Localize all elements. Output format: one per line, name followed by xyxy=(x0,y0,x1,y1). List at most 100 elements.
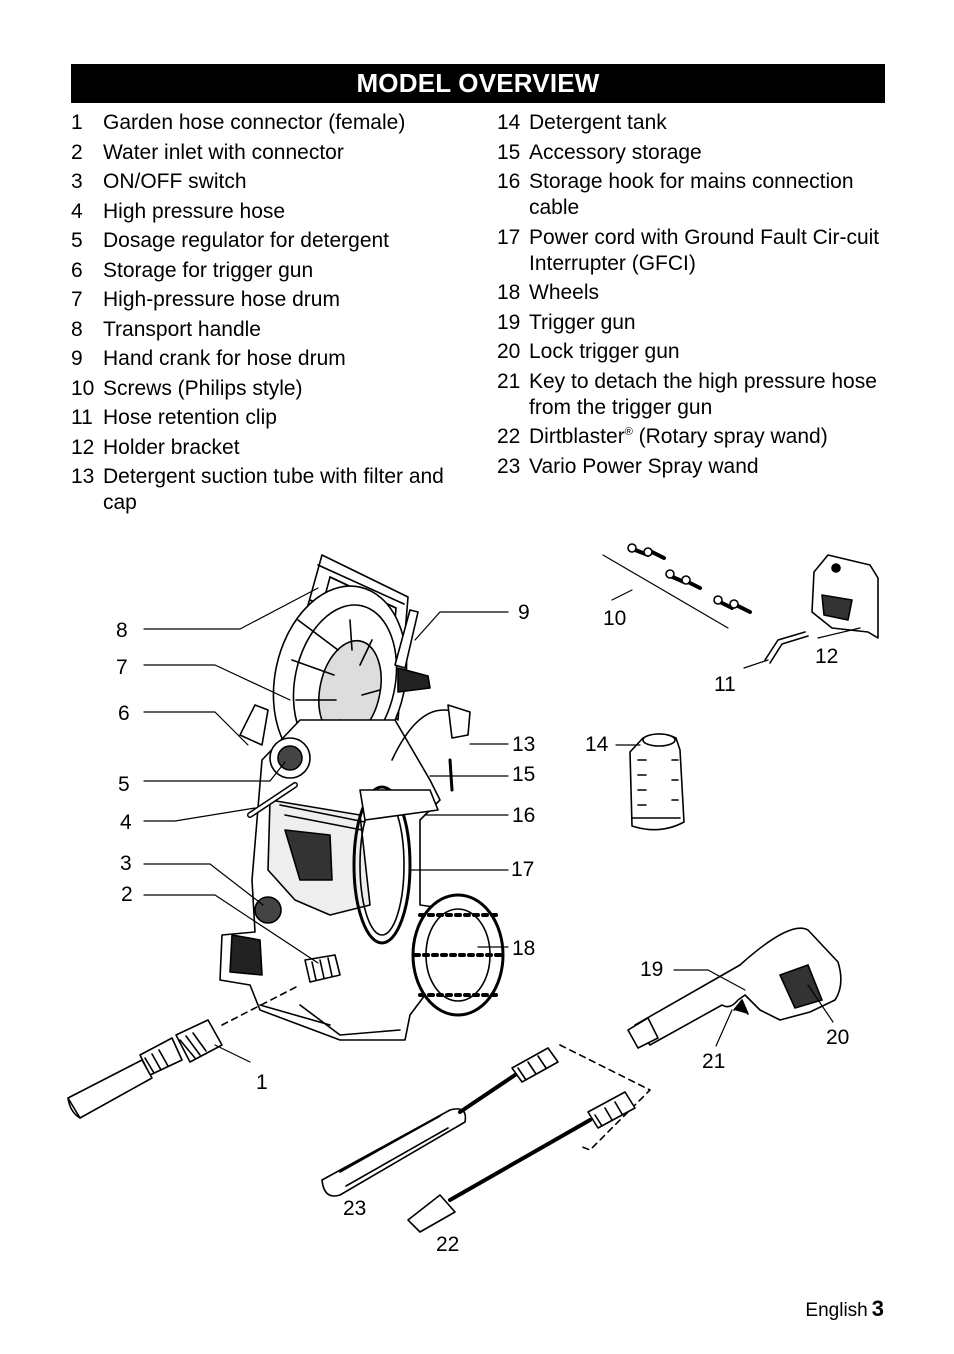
list-item: 8 Transport handle xyxy=(71,317,451,343)
footer-language: English xyxy=(805,1300,868,1321)
page-number: 3 xyxy=(871,1296,884,1321)
callout-4: 4 xyxy=(120,811,132,834)
item-text-main: Dirtblaster xyxy=(529,425,625,448)
item-text: Dirtblaster® (Rotary spray wand) xyxy=(529,424,887,450)
callout-14: 14 xyxy=(585,733,609,756)
list-item: 1 Garden hose connector (female) xyxy=(71,110,451,136)
callout-13: 13 xyxy=(512,733,535,756)
item-number: 19 xyxy=(497,310,521,334)
item-number: 10 xyxy=(71,376,95,400)
callout-10: 10 xyxy=(603,607,626,630)
item-number: 18 xyxy=(497,281,521,304)
list-item: 18 Wheels xyxy=(497,280,887,306)
item-text: Storage hook for mains connection cable xyxy=(529,170,854,219)
callout-5: 5 xyxy=(118,773,130,796)
callout-21: 21 xyxy=(702,1050,725,1073)
item-text: Wheels xyxy=(529,281,600,304)
list-item: 7 High-pressure hose drum xyxy=(71,287,451,313)
callout-20: 20 xyxy=(826,1026,849,1049)
list-item: 22 Dirtblaster® (Rotary spray wand) xyxy=(497,424,887,450)
item-number: 3 xyxy=(71,170,83,193)
item-text: Holder bracket xyxy=(103,435,240,459)
item-number: 22 xyxy=(497,425,521,448)
item-number: 4 xyxy=(71,199,83,223)
item-number: 20 xyxy=(497,340,521,363)
item-text: Storage for trigger gun xyxy=(103,258,314,282)
callout-8: 8 xyxy=(116,619,128,642)
callout-23: 23 xyxy=(343,1197,366,1220)
garden-hose-connector xyxy=(67,984,301,1119)
hose-clip-icon xyxy=(764,631,809,664)
page-title: MODEL OVERVIEW xyxy=(71,64,885,103)
item-text: Trigger gun xyxy=(529,310,636,334)
item-text: Hose retention clip xyxy=(103,406,277,429)
item-text: Accessory storage xyxy=(529,140,702,164)
item-number: 12 xyxy=(71,435,95,459)
list-item: 14 Detergent tank xyxy=(497,110,887,136)
item-number: 2 xyxy=(71,140,83,164)
callout-17: 17 xyxy=(511,858,534,881)
callout-6: 6 xyxy=(118,702,130,725)
item-text: Transport handle xyxy=(103,317,261,341)
screws-icon xyxy=(602,543,752,629)
item-text: Screws (Philips style) xyxy=(103,376,303,400)
list-item: 13 Detergent suction tube with filter and… xyxy=(71,464,451,516)
callout-11: 11 xyxy=(714,673,736,696)
item-text: Lock trigger gun xyxy=(529,340,680,363)
callout-15: 15 xyxy=(512,763,535,786)
callout-2: 2 xyxy=(121,883,133,906)
item-text: Detergent tank xyxy=(529,111,667,134)
callout-18: 18 xyxy=(512,937,535,960)
item-text: Detergent suction tube with filter and c… xyxy=(103,465,444,514)
callout-7: 7 xyxy=(116,656,128,679)
item-number: 13 xyxy=(71,465,95,488)
item-number: 6 xyxy=(71,258,83,282)
vario-spray-wand-icon xyxy=(321,1047,559,1197)
item-number: 16 xyxy=(497,170,521,193)
item-number: 8 xyxy=(71,317,83,341)
callout-1: 1 xyxy=(256,1071,268,1094)
item-text: Garden hose connector (female) xyxy=(103,111,406,134)
list-item: 12 Holder bracket xyxy=(71,435,451,461)
item-number: 14 xyxy=(497,111,521,134)
list-item: 10 Screws (Philips style) xyxy=(71,376,451,402)
item-number: 1 xyxy=(71,111,83,134)
item-number: 7 xyxy=(71,288,83,311)
item-number: 23 xyxy=(497,454,521,478)
list-item: 20 Lock trigger gun xyxy=(497,339,887,365)
parts-list-left: 1 Garden hose connector (female) 2 Water i… xyxy=(71,110,451,520)
list-item: 4 High pressure hose xyxy=(71,199,451,225)
list-item: 2 Water inlet with connector xyxy=(71,140,451,166)
callout-labels: 8 7 6 5 4 3 2 1 9 13 15 16 17 18 10 11 1… xyxy=(116,601,849,1256)
item-number: 11 xyxy=(71,406,93,429)
callout-12: 12 xyxy=(815,645,838,668)
list-item: 16 Storage hook for mains connection cabl… xyxy=(497,169,887,221)
callout-16: 16 xyxy=(512,804,535,827)
item-text-rest: (Rotary spray wand) xyxy=(632,425,828,448)
callout-19: 19 xyxy=(640,958,663,981)
item-text: ON/OFF switch xyxy=(103,170,247,193)
registered-mark: ® xyxy=(624,426,633,438)
list-item: 11 Hose retention clip xyxy=(71,405,451,431)
list-item: 6 Storage for trigger gun xyxy=(71,258,451,284)
list-item: 3 ON/OFF switch xyxy=(71,169,451,195)
list-item: 19 Trigger gun xyxy=(497,310,887,336)
item-text: Power cord with Ground Fault Cir-cuit In… xyxy=(529,225,880,275)
callout-3: 3 xyxy=(120,852,132,875)
item-text: High pressure hose xyxy=(103,199,286,223)
item-text: Dosage regulator for detergent xyxy=(103,229,390,252)
item-text: Hand crank for hose drum xyxy=(103,347,346,370)
item-text: High-pressure hose drum xyxy=(103,288,340,311)
detergent-tank-icon xyxy=(629,733,685,831)
leader-lines xyxy=(143,587,861,1063)
item-text: Water inlet with connector xyxy=(103,140,344,164)
callout-22: 22 xyxy=(436,1233,459,1256)
